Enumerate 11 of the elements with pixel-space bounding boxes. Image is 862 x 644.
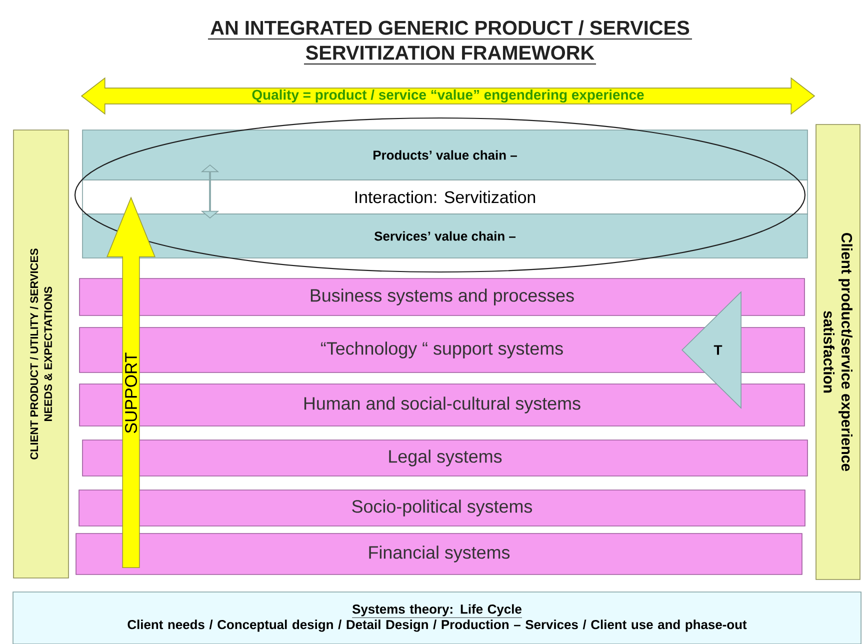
side-bar: CLIENT PRODUCT / UTILITY / SERVICES NEEDS & EXPECTATIONS xyxy=(13,130,69,578)
title: AN INTEGRATED GENERIC PRODUCT / SERVICES SERVITIZATION FRAMEWORK xyxy=(210,20,690,60)
value-chain-band: Products’ value chain – xyxy=(82,130,808,180)
value-chain-band: Services’ value chain – xyxy=(82,214,808,258)
system-band: Business systems and processes xyxy=(79,278,805,316)
interaction-band: Interaction: Servitization xyxy=(82,180,808,214)
system-band: Socio-political systems xyxy=(78,490,806,526)
system-band: Legal systems xyxy=(82,440,808,476)
side-bar: Client product/service experience satisfaction xyxy=(816,124,860,580)
system-band: Financial systems xyxy=(76,533,802,575)
info-box: Systems theory: Life Cycle Client needs / Conceptual design / Detail Design / Production – Services / Client use and phase-out xyxy=(12,592,862,644)
